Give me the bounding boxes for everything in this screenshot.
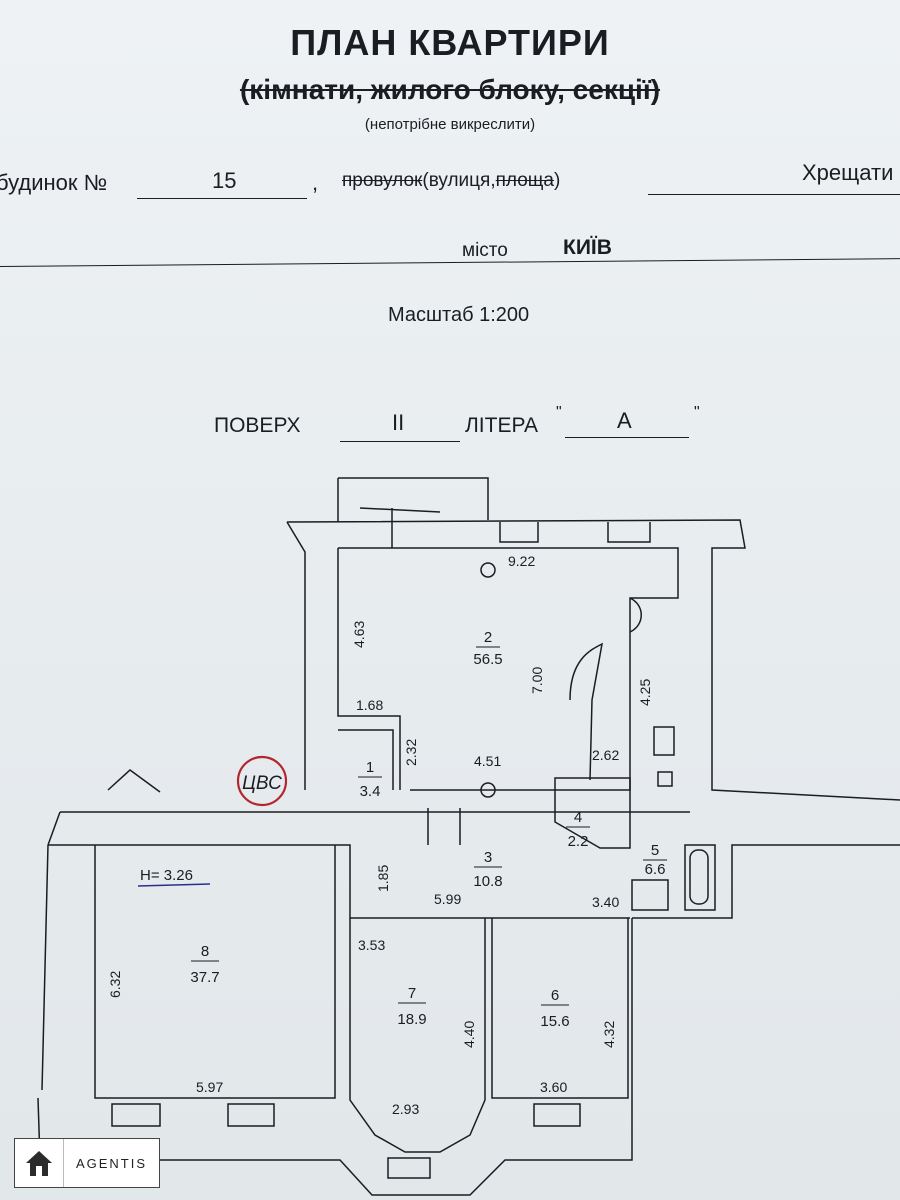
city-name: КИЇВ (563, 236, 612, 259)
city-line (0, 258, 900, 267)
quote-close: " (694, 404, 700, 421)
room-area: 37.7 (190, 969, 219, 986)
room-number: 5 (651, 842, 659, 859)
room-area: 2.2 (568, 833, 589, 850)
dimension-label: 3.60 (540, 1079, 567, 1095)
document-title: ПЛАН КВАРТИРИ (290, 22, 610, 63)
stamp: ЦВС (236, 755, 288, 807)
dimension-label: 4.25 (637, 679, 653, 706)
city-label: місто (462, 240, 508, 261)
dimension-label: 2.62 (592, 747, 619, 763)
dimension-label: 7.00 (529, 667, 545, 694)
letter-value: А (617, 408, 632, 433)
room-area: 56.5 (473, 651, 502, 668)
dimension-label: 9.22 (508, 553, 535, 569)
room-area: 3.4 (360, 783, 381, 800)
ceiling-height: H= 3.26 (140, 867, 193, 884)
dimension-label: 5.97 (196, 1079, 223, 1095)
letter-label: ЛІТЕРА (465, 414, 539, 437)
room-labels: 2 56.5 1 3.4 3 10.8 4 2.2 5 6.6 6 15.6 7… (190, 629, 667, 1030)
room-number: 7 (408, 985, 416, 1002)
brand-name: AGENTIS (75, 1155, 148, 1171)
dimension-label: 5.99 (434, 891, 461, 907)
street-name-line (648, 194, 900, 195)
comma: , (312, 170, 319, 195)
street-type-struck: провулок (342, 170, 423, 191)
room-number: 2 (484, 629, 492, 646)
street-type-close: ) (553, 170, 561, 191)
dimension-label: 4.51 (474, 753, 501, 769)
dimension-label: 6.32 (107, 971, 123, 998)
dimension-labels: 9.22 4.63 7.00 4.25 1.68 2.32 4.51 2.62 … (107, 553, 653, 1117)
room-number: 6 (551, 987, 559, 1004)
dimension-label: 1.85 (375, 865, 391, 892)
dimension-label: 4.32 (601, 1021, 617, 1048)
dimension-label: 3.53 (358, 937, 385, 953)
room-area: 18.9 (397, 1011, 426, 1028)
floor-line (340, 441, 460, 442)
quote-open: " (556, 404, 562, 421)
house-icon (15, 1139, 64, 1187)
floor-label: ПОВЕРХ (214, 414, 301, 437)
dimension-label: 4.63 (351, 621, 367, 648)
dimension-label: 1.68 (356, 697, 383, 713)
room-number: 1 (366, 759, 374, 776)
street-name: Хрещати (802, 160, 894, 185)
floor-value: II (392, 410, 405, 435)
dimension-label: 2.32 (403, 739, 419, 766)
street-type-struck-2: площа (495, 170, 554, 191)
letter-line (565, 437, 689, 438)
floor-plan-drawing: ЦВС H= 3.26 2 56.5 1 3.4 3 10.8 4 2.2 5 … (37, 477, 900, 1196)
document-subtitle: (кімнати, жилого блоку, секції) (239, 74, 661, 105)
house-label: будинок № (0, 170, 108, 195)
agentis-logo: AGENTIS (14, 1138, 160, 1188)
house-number-line (137, 198, 307, 199)
room-number: 8 (201, 943, 209, 960)
dimension-label: 3.40 (592, 894, 619, 910)
cross-out-hint: (непотрібне викреслити) (364, 116, 536, 133)
room-area: 6.6 (645, 861, 666, 878)
street-type-kept: (вулиця, (422, 170, 496, 191)
room-area: 10.8 (473, 873, 502, 890)
dimension-label: 4.40 (461, 1021, 477, 1048)
dimension-label: 2.93 (392, 1101, 419, 1117)
scale-text: Масштаб 1:200 (388, 304, 530, 326)
street-type: провулок(вулиця,площа) (342, 170, 560, 192)
plan-walls (37, 477, 900, 1196)
stamp-text: ЦВС (242, 773, 282, 794)
room-number: 4 (574, 809, 582, 826)
room-area: 15.6 (540, 1013, 569, 1030)
room-number: 3 (484, 849, 492, 866)
house-number: 15 (212, 168, 237, 193)
